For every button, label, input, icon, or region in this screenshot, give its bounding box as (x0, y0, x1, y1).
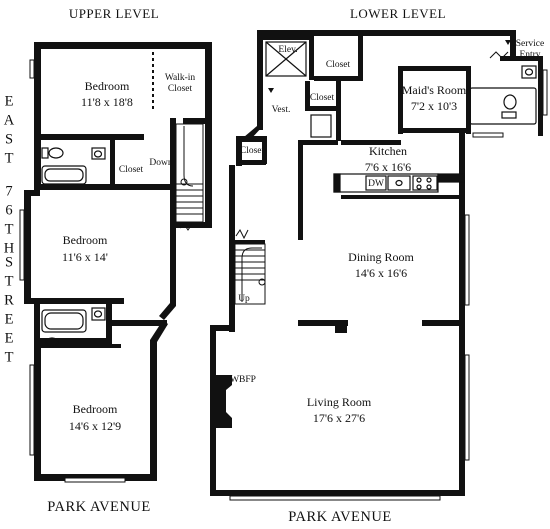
stairs-up-label: Up (238, 294, 250, 304)
walkin-closet-label-2: Closet (168, 84, 193, 94)
lower-level-street-footer: PARK AVENUE (288, 509, 391, 525)
kitchen-counter (333, 173, 465, 193)
vestibule-arrow-icon (268, 88, 274, 93)
bedroom-3-dims: 14'6 x 12'9 (69, 419, 121, 433)
sink-icon (91, 147, 106, 160)
stairs-down-label: Down (149, 158, 172, 168)
upper-level-heading: UPPER LEVEL (69, 6, 159, 21)
lower-level-walls (210, 30, 543, 496)
lower-stairs (234, 229, 266, 305)
toilet-icon (501, 94, 517, 119)
bedroom-2-name: Bedroom (63, 233, 108, 247)
toilet-icon (41, 147, 64, 159)
bedroom-2-dims: 11'6 x 14' (62, 250, 108, 264)
bathtub-icon (41, 165, 87, 185)
bedroom-1-dims: 11'8 x 18'8 (81, 95, 133, 109)
lower-windows (229, 69, 548, 501)
bedroom-1-name: Bedroom (85, 79, 130, 93)
fireplace-label: WBFP (230, 375, 256, 385)
kitchen-name: Kitchen (369, 144, 407, 158)
vestibule-label: Vest. (272, 105, 291, 115)
maids-room-dims: 7'2 x 10'3 (411, 99, 457, 113)
lower-closet-mid-label: Closet (310, 93, 335, 103)
bathtub-icon (41, 309, 87, 333)
living-room-name: Living Room (307, 395, 372, 409)
service-entry-label-2: Entry (519, 50, 540, 60)
service-door-icon (489, 40, 511, 59)
upper-closet-label: Closet (119, 165, 144, 175)
lower-closet-left-label: Closet (240, 146, 265, 156)
lower-closet-top-label: Closet (326, 60, 351, 70)
sink-icon (91, 307, 106, 321)
upper-level-street-footer: PARK AVENUE (47, 499, 150, 515)
living-room-dims: 17'6 x 27'6 (313, 411, 365, 425)
upper-windows (19, 209, 126, 483)
dining-room-name: Dining Room (348, 250, 414, 264)
bathtub-icon (469, 87, 537, 125)
elevator-icon (265, 41, 307, 77)
toilet-icon (45, 337, 59, 347)
lower-level-heading: LOWER LEVEL (350, 6, 446, 21)
upper-stairs (175, 123, 204, 231)
kitchen-dims: 7'6 x 16'6 (365, 160, 411, 174)
sink-icon (521, 65, 537, 79)
dining-room-dims: 14'6 x 16'6 (355, 266, 407, 280)
dishwasher-label: DW (368, 179, 384, 189)
fixture-box (310, 114, 332, 138)
maids-room-name: Maid's Room (402, 83, 467, 97)
elevator-label: Elev. (278, 45, 297, 55)
service-entry-label: Service (516, 39, 545, 49)
walkin-closet-label: Walk-in (165, 73, 196, 83)
bedroom-3-name: Bedroom (73, 402, 118, 416)
